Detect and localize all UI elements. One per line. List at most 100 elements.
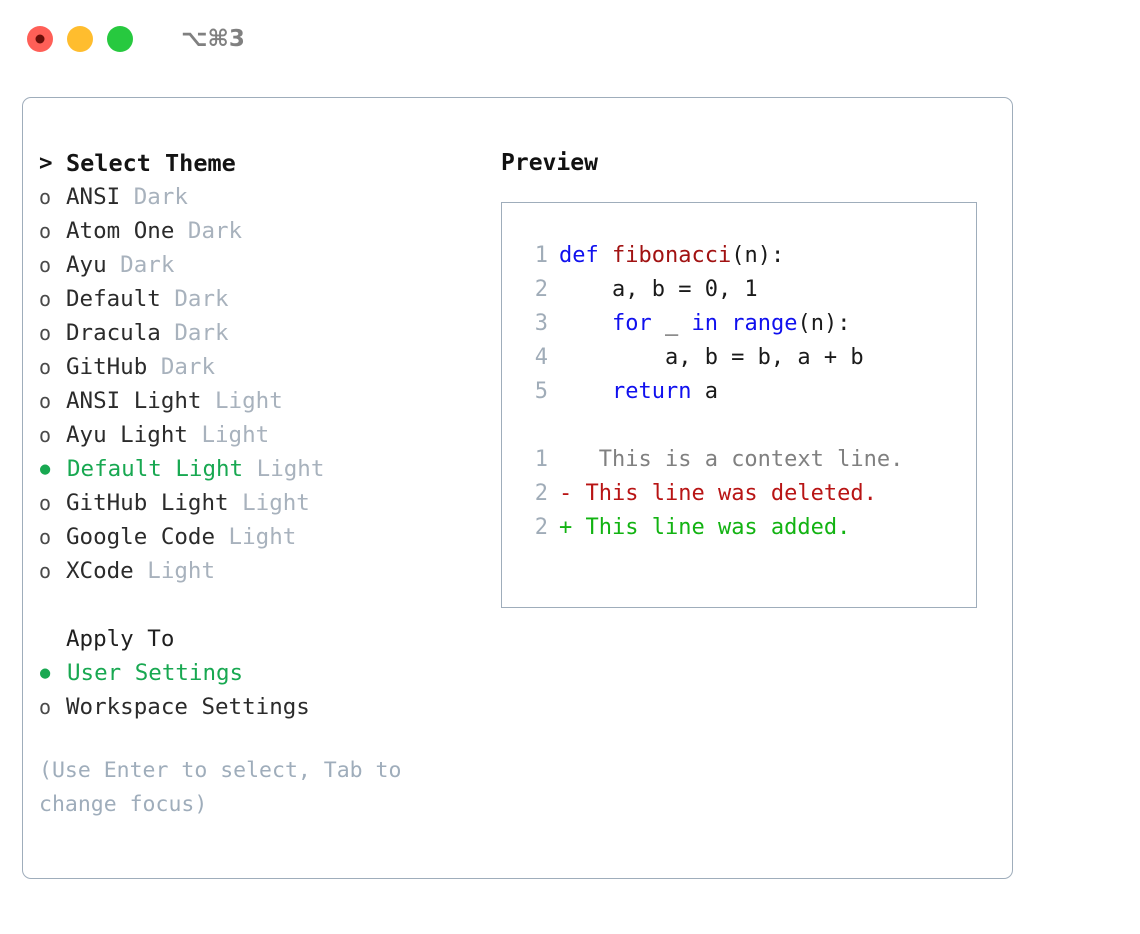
diff-line-number: 2 (534, 515, 548, 540)
theme-list-item[interactable]: o Google Code Light (39, 520, 489, 554)
radio-unselected-icon: o (39, 695, 52, 719)
theme-name: Atom One (66, 218, 175, 244)
traffic-lights (27, 26, 133, 52)
theme-list-item[interactable]: o Atom One Dark (39, 214, 489, 248)
diff-text: This line was added. (572, 515, 851, 540)
theme-list-item[interactable]: o ANSI Light Light (39, 384, 489, 418)
theme-variant-badge: Dark (147, 354, 216, 380)
code-line-text: a, b = b, a + b (559, 341, 864, 375)
diff-text: This is a context line. (572, 447, 904, 472)
apply-to-label: Apply To (66, 626, 175, 652)
theme-name: XCode (66, 558, 134, 584)
radio-unselected-icon: o (39, 219, 52, 243)
radio-unselected-icon: o (39, 525, 52, 549)
radio-unselected-icon: o (39, 389, 52, 413)
theme-list-item[interactable]: ● Default Light Light (39, 452, 489, 486)
theme-variant-badge: Dark (106, 252, 175, 278)
apply-to-name: User Settings (67, 660, 244, 686)
code-token: a (691, 379, 718, 404)
theme-variant-badge: Light (133, 558, 216, 584)
theme-name: Dracula (66, 320, 161, 346)
theme-list-item[interactable]: o GitHub Dark (39, 350, 489, 384)
prompt-caret-icon: > (39, 150, 53, 176)
maximize-button-icon[interactable] (107, 26, 133, 52)
theme-variant-badge: Light (243, 456, 325, 482)
code-line-text: for _ in range(n): (559, 307, 850, 341)
theme-name: Ayu Light (66, 422, 188, 448)
theme-variant-badge: Dark (174, 218, 243, 244)
diff-sign: + (559, 515, 573, 540)
diff-line-number: 1 (534, 447, 548, 472)
code-line: 3 for _ in range(n): (518, 307, 970, 341)
close-button-icon[interactable] (27, 26, 53, 52)
code-token: (n): (731, 243, 785, 268)
radio-unselected-icon: o (39, 423, 52, 447)
theme-variant-badge: Light (215, 524, 297, 550)
radio-unselected-icon: o (39, 287, 52, 311)
code-line-text: a, b = 0, 1 (559, 273, 758, 307)
diff-sign (559, 447, 572, 472)
code-line-number: 5 (534, 379, 548, 404)
radio-unselected-icon: o (39, 185, 52, 209)
code-line: 2 a, b = 0, 1 (518, 273, 970, 307)
code-token: a, b = b, a + b (559, 345, 864, 370)
keyboard-hint-text: (Use Enter to select, Tab to change focu… (39, 758, 415, 817)
theme-variant-badge: Dark (120, 184, 188, 210)
window-titlebar: ⌥⌘3 (0, 0, 1140, 78)
theme-name: Default Light (67, 456, 244, 482)
recording-dot-icon (35, 34, 45, 44)
code-token: range (731, 311, 798, 336)
preview-title: Preview (501, 150, 598, 176)
code-token: (n): (797, 311, 851, 336)
code-line-text: def fibonacci(n): (559, 239, 784, 273)
diff-line: 2 + This line was added. (518, 511, 970, 545)
theme-variant-badge: Light (201, 388, 283, 414)
radio-selected-icon: ● (40, 459, 51, 479)
radio-selected-icon: ● (40, 663, 51, 683)
code-token: fibonacci (611, 243, 732, 268)
code-line-number: 3 (534, 311, 548, 336)
minimize-button-icon[interactable] (67, 26, 93, 52)
code-token (718, 311, 731, 336)
theme-variant-badge: Light (228, 490, 310, 516)
theme-name: Ayu (66, 252, 107, 278)
theme-name: ANSI (66, 184, 121, 210)
theme-name: Google Code (66, 524, 216, 550)
keyboard-shortcut-label: ⌥⌘3 (181, 26, 245, 52)
diff-lines: 1 This is a context line.2- This line wa… (518, 443, 970, 545)
code-token: _ (651, 311, 692, 336)
diff-line-text: + This line was added. (559, 511, 850, 545)
apply-to-item[interactable]: ● User Settings (39, 656, 489, 690)
theme-variant-badge: Dark (160, 320, 229, 346)
radio-unselected-icon: o (39, 355, 52, 379)
diff-line-text: - This line was deleted. (559, 477, 877, 511)
code-token (559, 379, 612, 404)
theme-list-item[interactable]: o ANSI Dark (39, 180, 489, 214)
code-token: for (611, 311, 652, 336)
diff-line: 2- This line was deleted. (518, 477, 970, 511)
code-token: return (611, 379, 692, 404)
code-line-number: 2 (534, 277, 548, 302)
theme-name: GitHub (66, 354, 148, 380)
page-title: Select Theme (66, 149, 236, 177)
code-line-text: return a (559, 375, 718, 409)
theme-name: ANSI Light (66, 388, 202, 414)
theme-list-item[interactable]: o Ayu Dark (39, 248, 489, 282)
radio-unselected-icon: o (39, 491, 52, 515)
code-line-number: 4 (534, 345, 548, 370)
radio-unselected-icon: o (39, 253, 52, 277)
